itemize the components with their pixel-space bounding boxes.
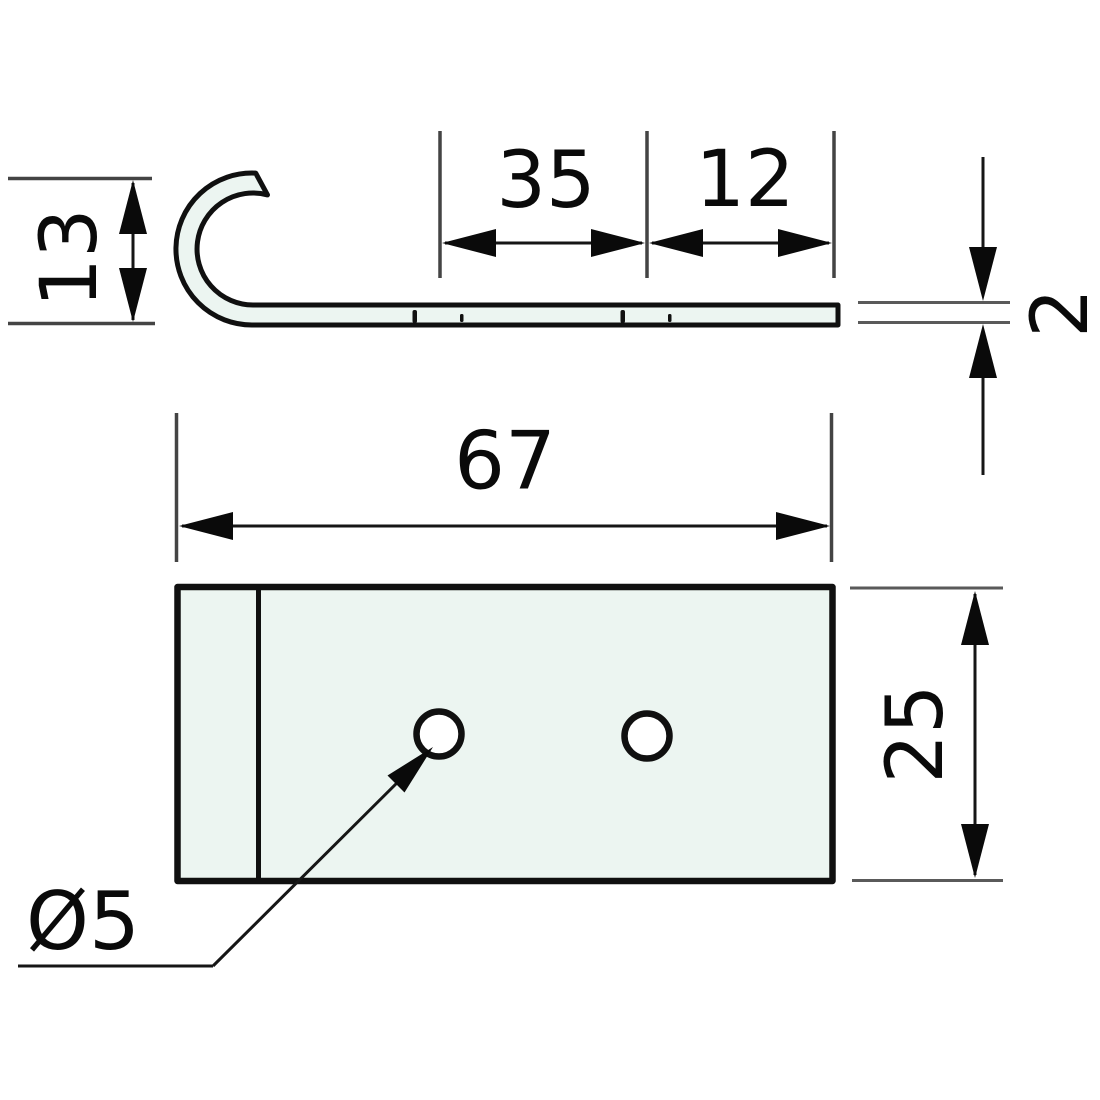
dim-hole-diameter: Ø5 (18, 747, 433, 968)
arrowhead-up (961, 591, 989, 645)
hook-profile-shape (173, 170, 841, 328)
dim-label-25: 25 (871, 684, 961, 783)
arrowhead-right (776, 512, 830, 540)
arrowhead-left (179, 512, 233, 540)
leader-line (211, 758, 422, 968)
leader-arrowhead (387, 747, 433, 793)
arrowhead-left (442, 229, 496, 257)
dim-plate-width: 25 (850, 586, 1003, 882)
dim-plate-length: 67 (174, 413, 834, 562)
hole-right (621, 710, 673, 762)
dim-label-35: 35 (496, 136, 595, 226)
arrowhead-left (649, 229, 703, 257)
dim-label-12: 12 (695, 135, 794, 225)
hole-edge-tick (412, 310, 417, 323)
plan-view (174, 583, 836, 885)
hole-edge-tick (620, 310, 625, 323)
dim-hole-spacing: 35 (438, 131, 649, 278)
dim-label-diameter: Ø5 (26, 875, 140, 968)
dim-label-67: 67 (454, 415, 556, 508)
arrowhead-right (591, 229, 645, 257)
side-view (173, 170, 841, 328)
arrowhead-down (119, 268, 147, 322)
hole-edge-tick (668, 314, 672, 322)
dim-hook-height: 13 (8, 176, 155, 326)
hole-edge-tick (460, 314, 464, 322)
arrowhead-down (961, 824, 989, 878)
dim-hole-to-end: 12 (649, 131, 836, 278)
arrowhead-up (119, 180, 147, 234)
dim-label-2: 2 (1016, 288, 1100, 338)
dim-thickness: 2 (858, 157, 1100, 475)
hole-left (413, 708, 465, 760)
arrowhead-right (778, 229, 832, 257)
plate-outline (174, 583, 836, 885)
arrowhead-up (969, 324, 997, 378)
dim-label-13: 13 (25, 208, 115, 307)
arrowhead-down (969, 247, 997, 301)
